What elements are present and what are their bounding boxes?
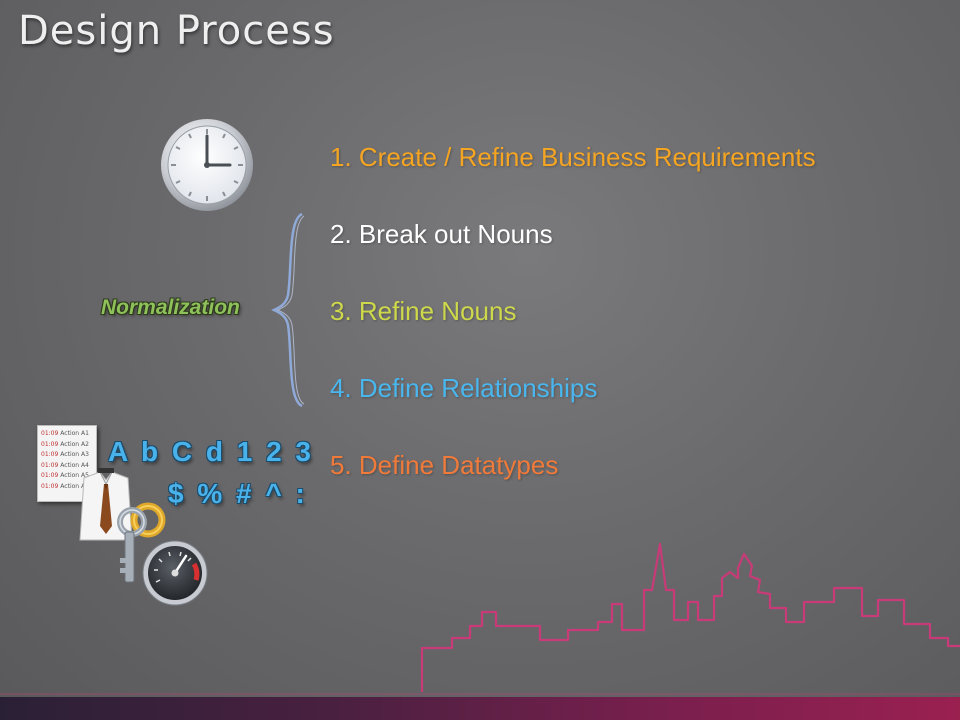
curly-bracket [271, 212, 305, 408]
skyline-icon [0, 542, 960, 695]
step-1: 1. Create / Refine Business Requirements [330, 142, 816, 172]
clock-icon [161, 119, 253, 211]
step-2: 2. Break out Nouns [330, 219, 553, 249]
speedometer-icon [142, 540, 208, 606]
normalization-label: Normalization [101, 296, 240, 319]
datatype-sample-letters: A b C d 1 2 3 [108, 436, 315, 467]
slide-title: Design Process [18, 8, 335, 54]
step-3: 3. Refine Nouns [330, 296, 517, 326]
step-4: 4. Define Relationships [330, 373, 598, 403]
step-5: 5. Define Datatypes [330, 450, 559, 480]
datatype-sample-symbols: $ % # ^ : [168, 478, 308, 509]
keys-icon [117, 502, 166, 583]
bottom-accent-bar [0, 697, 960, 720]
